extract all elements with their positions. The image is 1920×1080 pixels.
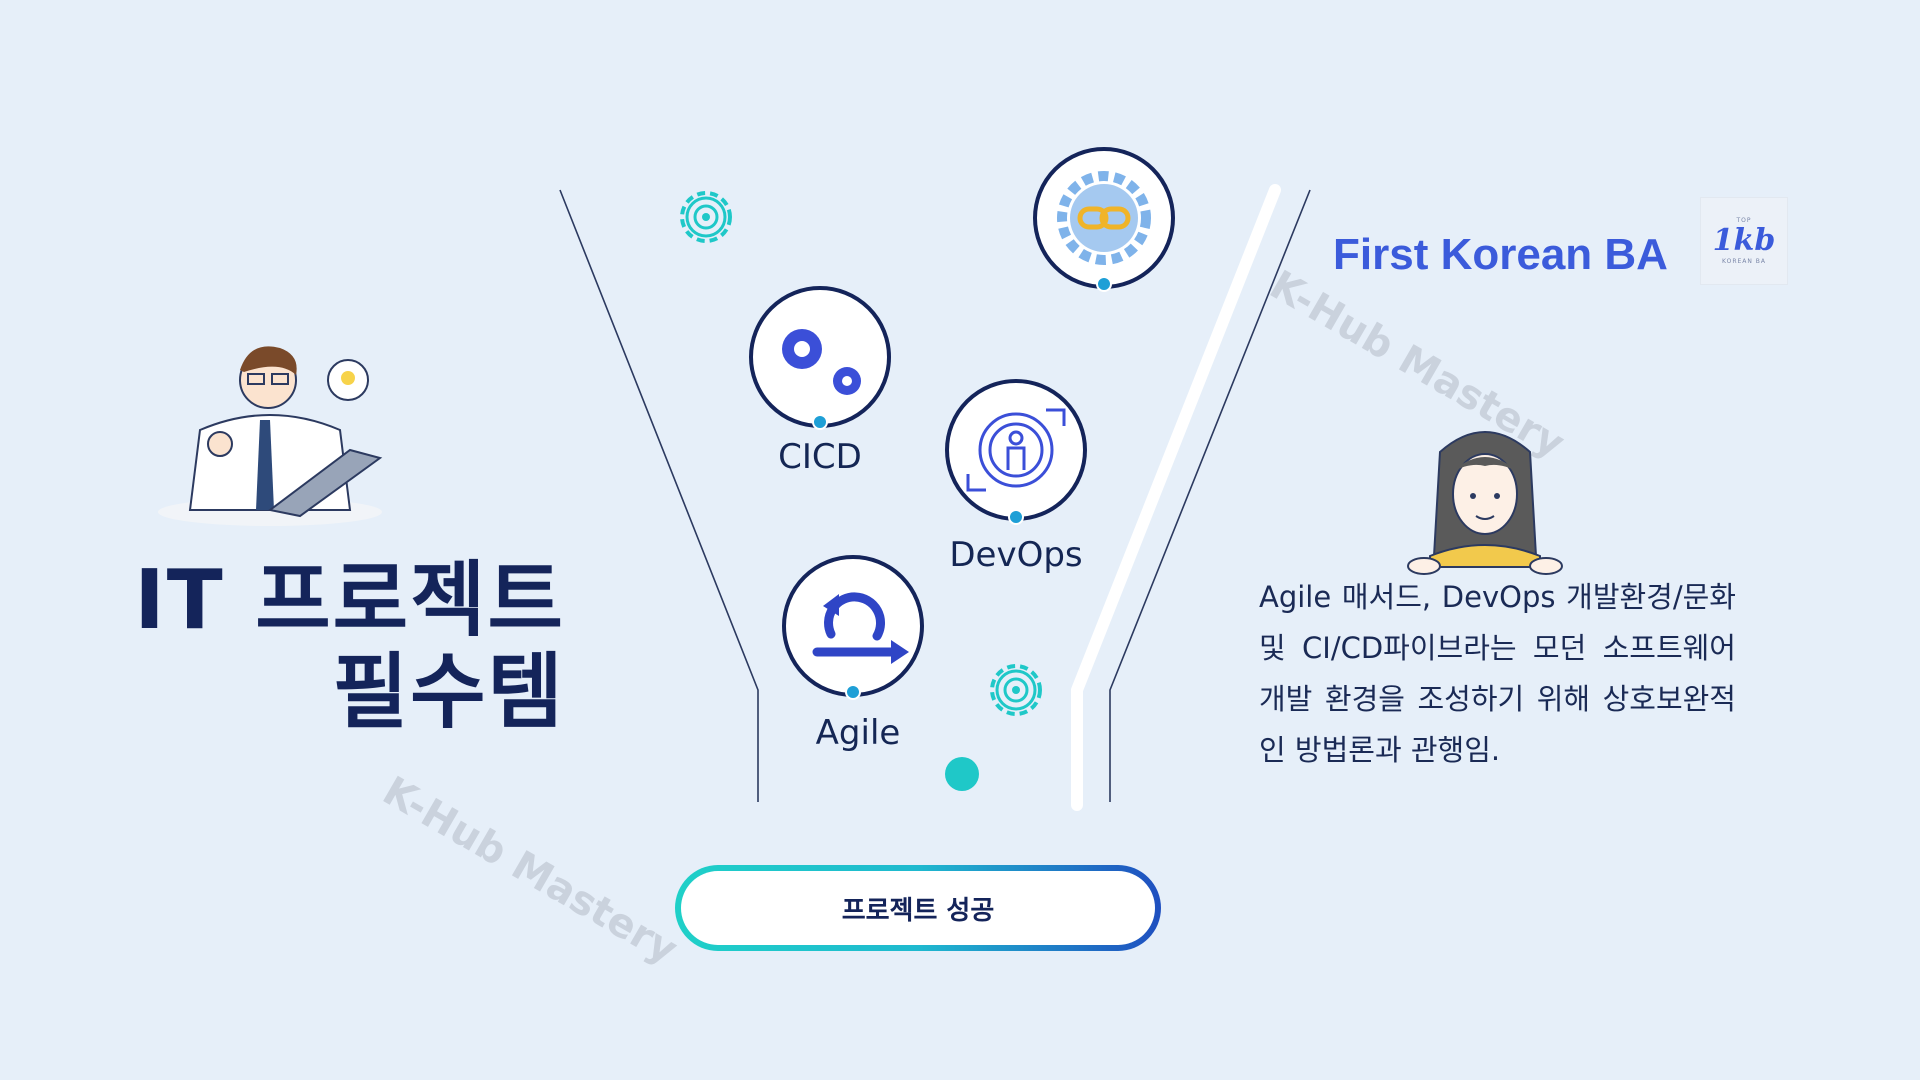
logo-top-text: TOP bbox=[1736, 217, 1752, 224]
description-text: Agile 매서드, DevOps 개발환경/문화 및 CI/CD파이브라는 모… bbox=[1259, 580, 1736, 767]
cicd-node bbox=[749, 286, 891, 430]
title-line-1: IT 프로젝트 bbox=[134, 553, 565, 648]
agile-label: Agile bbox=[815, 713, 901, 753]
teal-dot bbox=[945, 757, 979, 791]
man-illustration bbox=[158, 346, 383, 526]
devops-cycle-icon bbox=[966, 408, 1066, 492]
funnel-left-line bbox=[559, 189, 759, 802]
teal-gear-icon bbox=[990, 664, 1042, 716]
devops-label: DevOps bbox=[949, 535, 1083, 575]
devops-node bbox=[945, 379, 1087, 525]
project-success-label: 프로젝트 성공 bbox=[681, 871, 1155, 945]
brand-logo: TOP 1kb KOREAN BA bbox=[1700, 197, 1788, 285]
title-line-2: 필수템 bbox=[332, 645, 565, 740]
integration-node bbox=[1033, 147, 1175, 292]
gears-icon bbox=[782, 329, 861, 395]
funnel-white-path bbox=[1071, 184, 1281, 811]
cicd-label: CICD bbox=[778, 437, 862, 477]
woman-illustration bbox=[1407, 431, 1563, 575]
agile-loop-icon bbox=[812, 592, 898, 657]
page-title: IT 프로젝트 필수템 bbox=[134, 555, 565, 739]
agile-node bbox=[782, 555, 924, 700]
funnel-right-line bbox=[1109, 189, 1311, 802]
project-success-button[interactable]: 프로젝트 성공 bbox=[675, 865, 1161, 951]
chain-gear-icon bbox=[1057, 171, 1151, 265]
teal-gear-icon bbox=[680, 191, 732, 243]
brand-name: First Korean BA bbox=[1333, 230, 1668, 279]
logo-main-text: 1kb bbox=[1712, 223, 1776, 258]
logo-bottom-text: KOREAN BA bbox=[1721, 258, 1766, 265]
